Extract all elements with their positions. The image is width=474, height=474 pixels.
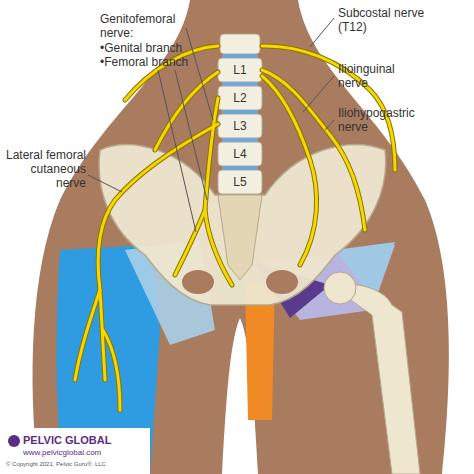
nerve-label: Subcostal nerve (T12) — [338, 6, 448, 34]
leader-line — [88, 18, 334, 232]
vertebra — [218, 142, 262, 166]
body-silhouette — [33, 0, 449, 474]
nerve-label: Genitofemoral nerve: — [100, 12, 190, 40]
vertebra — [218, 114, 262, 138]
logo-ground — [0, 428, 150, 474]
vertebra — [218, 86, 262, 110]
nerve-outline — [75, 46, 395, 410]
obturator-foramen — [182, 270, 214, 294]
nerve-branch-label: •Femoral branch — [100, 55, 210, 69]
logo-icon — [8, 435, 20, 447]
femur-bone — [340, 284, 420, 474]
vertebra — [218, 58, 262, 82]
vertebra — [218, 170, 262, 194]
vertebra-label: L2 — [225, 91, 255, 105]
logo-url: www.pelvicglobal.com — [23, 448, 148, 457]
nerve-branch-label: •Genital branch — [100, 41, 210, 55]
nerve-label: Lateral femoral cutaneous nerve — [4, 148, 86, 190]
femur-head — [324, 272, 356, 304]
nerve-label: Ilioinguinal nerve — [338, 62, 428, 90]
logo-text: PELVIC GLOBAL — [23, 434, 148, 447]
vertebra-label: L1 — [225, 63, 255, 77]
copyright-note: © Copyright 2021, Pelvic Guru®, LLC — [6, 461, 151, 468]
vertebra — [220, 34, 260, 54]
pelvis-bone — [99, 144, 386, 305]
nerve-label: Iliohypogastric nerve — [338, 106, 448, 134]
vertebra-label: L4 — [225, 147, 255, 161]
vertebra-label: L3 — [225, 119, 255, 133]
vertebra-label: L5 — [225, 175, 255, 189]
nerve — [75, 46, 395, 410]
intervertebral-discs — [222, 54, 258, 170]
obturator-foramen — [266, 270, 298, 294]
